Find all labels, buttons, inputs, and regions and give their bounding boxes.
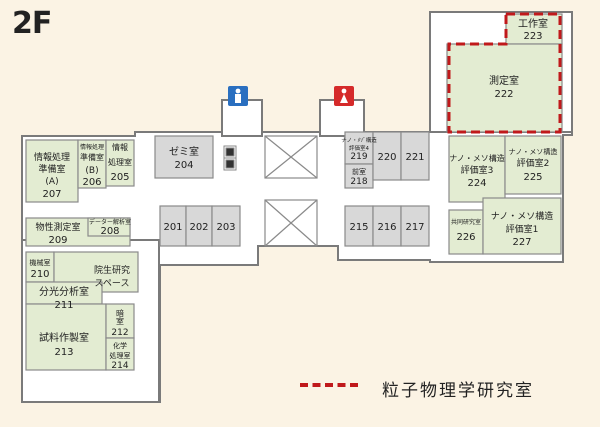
room-201-number: 201 [163, 222, 182, 233]
room-221-number: 221 [405, 152, 424, 163]
room-219-name1: ナノ・ﾒｿﾞ構造 [341, 136, 377, 144]
room-210-number: 210 [30, 269, 49, 280]
room-212-number: 212 [111, 328, 128, 338]
room-206-name3: (B) [85, 166, 98, 176]
room-212-name1: 暗 [116, 308, 124, 318]
room-206-name1: 情報処理 [80, 143, 104, 151]
room-213-name: 試料作製室 [39, 331, 89, 344]
room-209-number: 209 [48, 235, 67, 246]
room-205-number: 205 [110, 172, 129, 183]
room-225-name2: 評価室2 [517, 157, 550, 169]
room-208-number: 208 [100, 226, 119, 237]
legend-dashed-line [300, 383, 358, 387]
floor-label: 2F [12, 6, 52, 41]
room-206-name2: 準備室 [80, 152, 104, 162]
room-215-number: 215 [349, 222, 368, 233]
room-205-name1: 情報 [112, 142, 128, 152]
room-214-number: 214 [111, 361, 128, 371]
room-217-number: 217 [405, 222, 424, 233]
room-223-number: 223 [523, 31, 542, 42]
room-219-name2: 評価室4 [349, 144, 370, 152]
room-224-name2: 評価室3 [461, 164, 494, 176]
room-209-name: 物性測定室 [35, 221, 80, 233]
grad-space-name2: スペース [95, 279, 130, 289]
room-labels: 工作室 223 測定室 222 情報処理 準備室 (A) 207 情報処理 準備… [30, 17, 558, 371]
room-227-number: 227 [512, 237, 531, 248]
room-206-number: 206 [82, 177, 101, 188]
male-restroom-icon [228, 86, 248, 106]
room-204-name: ゼミ室 [169, 145, 199, 158]
stairwells [264, 135, 318, 247]
room-203-number: 203 [216, 222, 235, 233]
room-207-name2: 準備室 [38, 163, 65, 175]
room-227-name2: 評価室1 [506, 223, 539, 235]
room-211-number: 211 [54, 300, 73, 311]
room-205-name2: 処理室 [108, 157, 132, 167]
room-207-name3: (A) [45, 177, 58, 187]
legend-label: 粒子物理学研究室 [382, 381, 534, 401]
room-208-name: データー解析室 [89, 218, 131, 226]
room-226-number: 226 [456, 232, 475, 243]
room-204-number: 204 [174, 160, 193, 171]
room-213-number: 213 [54, 347, 73, 358]
grad-space-name1: 院生研究 [94, 264, 130, 276]
lab-rooms [25, 13, 563, 371]
room-210-name: 機械室 [30, 258, 51, 267]
room-224-name1: ナノ・メソ構造 [449, 153, 505, 163]
room-211-name: 分光分析室 [39, 285, 89, 298]
room-218-number: 218 [350, 177, 367, 187]
room-216-number: 216 [377, 222, 396, 233]
female-restroom-icon [334, 86, 354, 106]
room-214-name1: 化学 [113, 341, 127, 350]
room-227-name1: ナノ・メソ構造 [491, 210, 554, 222]
room-212-name2: 室 [116, 316, 124, 326]
room-222-number: 222 [494, 89, 513, 100]
gray-rooms [154, 131, 430, 247]
room-207-name1: 情報処理 [34, 151, 70, 163]
room-202-number: 202 [189, 222, 208, 233]
room-223-name: 工作室 [518, 17, 548, 30]
room-219-number: 219 [350, 152, 367, 162]
room-207-number: 207 [42, 189, 61, 200]
room-220-number: 220 [377, 152, 396, 163]
room-225-number: 225 [523, 172, 542, 183]
room-226-name: 共同研究室 [451, 218, 481, 226]
room-218-name: 前室 [352, 167, 366, 176]
particle-physics-lab-outline [447, 12, 562, 134]
room-222-name: 測定室 [489, 74, 519, 87]
service-cells [223, 145, 237, 171]
room-225-name1: ナノ・メソ構造 [509, 147, 558, 156]
room-214-name2: 処理室 [110, 351, 131, 360]
room-224-number: 224 [467, 178, 486, 189]
